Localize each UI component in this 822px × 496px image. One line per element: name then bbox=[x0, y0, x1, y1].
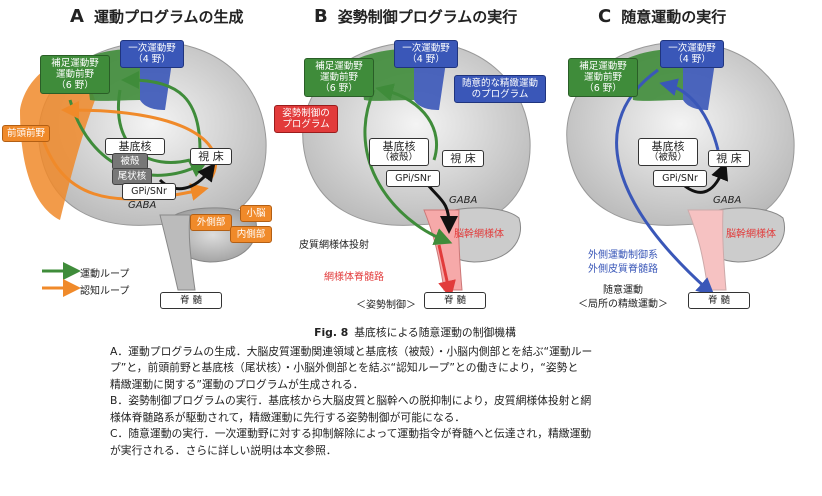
legend-cognitive-loop: 認知ループ bbox=[80, 286, 130, 297]
prefrontal-label: 前頭前野 bbox=[2, 125, 50, 142]
spinal-cord-label: 脊 髄 bbox=[424, 292, 486, 309]
supplementary-motor-label: 補足運動野運動前野（6 野） bbox=[568, 58, 638, 97]
legend-motor-loop: 運動ループ bbox=[80, 269, 130, 280]
gpi-label: GPi/SNr bbox=[653, 170, 707, 187]
caption-line: C．随意運動の実行．一次運動野に対する抑制解除によって運動指令が脊髄へと伝達され… bbox=[110, 427, 592, 440]
spinal-cord-label: 脊 髄 bbox=[160, 292, 222, 309]
cortico-reticular-label: 皮質網様体投射 bbox=[299, 240, 369, 251]
posture-program-label: 姿勢制御のプログラム bbox=[274, 105, 338, 133]
lateral-part-label: 外側部 bbox=[190, 214, 232, 231]
gaba-label: GABA bbox=[128, 200, 157, 211]
posture-control-label: ＜姿勢制御＞ bbox=[356, 300, 416, 311]
voluntary-movement-label: 随意運動 bbox=[603, 285, 643, 296]
caption-line: B．姿勢制御プログラムの実行．基底核から大脳皮質と脳幹への脱抑制により，皮質網様… bbox=[110, 394, 592, 407]
caption-line: 精緻運動に関する”運動のプログラムが生成される． bbox=[110, 377, 364, 391]
caption-line: が実行される．さらに詳しい説明は本文参照． bbox=[110, 443, 337, 457]
thalamus-label: 視 床 bbox=[442, 150, 484, 167]
supplementary-motor-label: 補足運動野運動前野（6 野） bbox=[40, 55, 110, 94]
gaba-label: GABA bbox=[449, 195, 478, 206]
brainstem-label: 脳幹網様体 bbox=[726, 229, 776, 240]
basal-ganglia-label: 基底核（被殻） bbox=[369, 138, 429, 166]
local-fine-movement-label: ＜局所の精緻運動＞ bbox=[578, 299, 668, 310]
lateral-motor-system-label: 外側運動制御系 bbox=[588, 250, 658, 261]
caption-line: 様体脊髄路系が駆動されて，精緻運動に先行する姿勢制御が可能になる． bbox=[110, 410, 466, 424]
brainstem-label: 脳幹網様体 bbox=[454, 229, 504, 240]
primary-motor-label: 一次運動野（4 野） bbox=[394, 40, 458, 68]
gaba-label: GABA bbox=[713, 195, 742, 206]
medial-part-label: 内側部 bbox=[230, 226, 272, 243]
supplementary-motor-label: 補足運動野運動前野（6 野） bbox=[304, 58, 374, 97]
caption-line: A．運動プログラムの生成．大脳皮質運動関連領域と基底核（被殻）・小脳内側部とを結… bbox=[110, 344, 593, 358]
primary-motor-label: 一次運動野（4 野） bbox=[120, 40, 184, 68]
basal-ganglia-label: 基底核（被殻） bbox=[638, 138, 698, 166]
gpi-label: GPi/SNr bbox=[386, 170, 440, 187]
caption-line: プ”と，前頭前野と基底核（尾状核）・小脳外側部とを結ぶ“認知ループ”との働きによ… bbox=[110, 361, 579, 374]
lateral-cst-label: 外側皮質脊髄路 bbox=[588, 264, 658, 275]
voluntary-program-label: 随意的な精緻運動のプログラム bbox=[454, 75, 546, 103]
gpi-label: GPi/SNr bbox=[122, 183, 176, 200]
thalamus-label: 視 床 bbox=[708, 150, 750, 167]
reticulospinal-label: 網様体脊髄路 bbox=[324, 272, 384, 283]
spinal-cord-label: 脊 髄 bbox=[688, 292, 750, 309]
thalamus-label: 視 床 bbox=[190, 148, 232, 165]
primary-motor-label: 一次運動野（4 野） bbox=[660, 40, 724, 68]
cerebellum-label: 小脳 bbox=[240, 205, 272, 222]
